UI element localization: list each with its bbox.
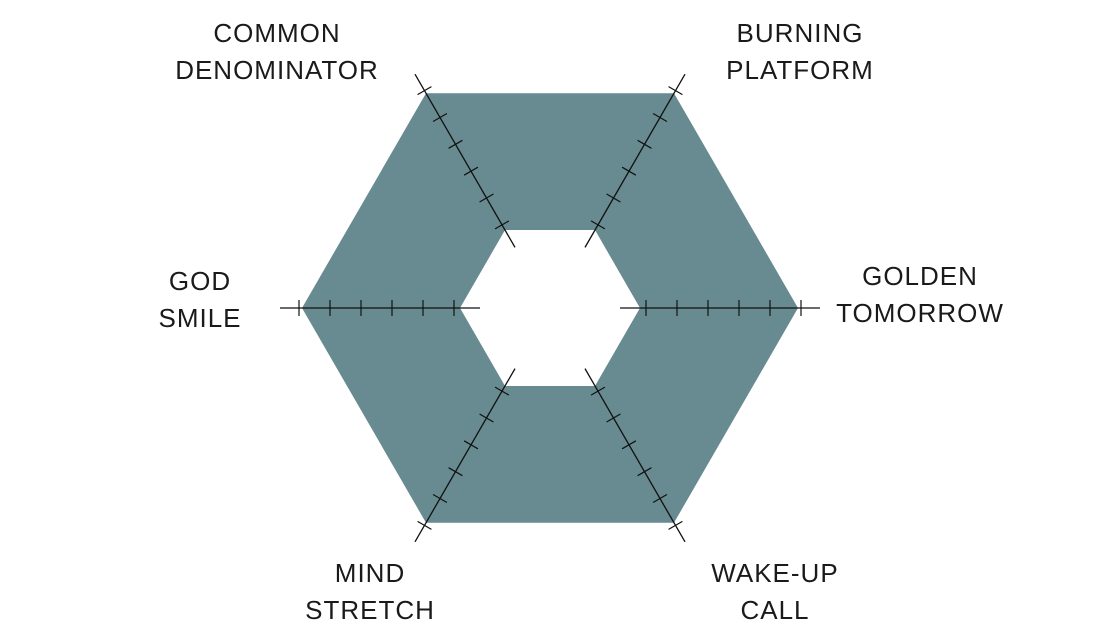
axis-tick-mind-stretch	[448, 467, 463, 477]
axis-tick-burning-platform	[668, 86, 683, 96]
axis-tick-mind-stretch	[479, 413, 494, 423]
axis-tick-mind-stretch	[432, 494, 448, 504]
axis-tick-mind-stretch	[417, 520, 432, 530]
axis-tick-wake-up-call	[652, 494, 668, 504]
axis-tick-burning-platform	[590, 220, 606, 230]
axis-group	[280, 73, 820, 543]
label-line-mind-stretch: STRETCH	[305, 595, 435, 625]
axis-line-burning-platform	[584, 73, 686, 248]
axis-tick-common-denominator	[479, 193, 494, 203]
axis-tick-burning-platform	[637, 139, 652, 149]
axis-line-mind-stretch	[414, 368, 516, 543]
label-line-common-denominator: COMMON	[213, 18, 340, 48]
label-wake-up-call: WAKE-UP CALL	[711, 558, 838, 625]
label-golden-tomorrow: GOLDEN TOMORROW	[836, 261, 1004, 328]
axis-tick-common-denominator	[417, 86, 432, 96]
axis-tick-wake-up-call	[590, 386, 606, 396]
label-line-golden-tomorrow: TOMORROW	[836, 298, 1004, 328]
axis-line-wake-up-call	[584, 368, 686, 543]
axis-tick-wake-up-call	[637, 467, 652, 477]
axis-tick-wake-up-call	[606, 413, 621, 423]
axis-tick-wake-up-call	[668, 520, 683, 530]
label-line-common-denominator: DENOMINATOR	[175, 55, 379, 85]
label-line-burning-platform: BURNING	[737, 18, 864, 48]
label-common-denominator: COMMON DENOMINATOR	[175, 18, 379, 85]
axis-tick-mind-stretch	[494, 386, 510, 396]
axis-tick-burning-platform	[606, 193, 621, 203]
axis-tick-mind-stretch	[463, 440, 479, 450]
axis-line-common-denominator	[414, 73, 516, 248]
label-line-golden-tomorrow: GOLDEN	[862, 261, 978, 291]
label-line-god-smile: GOD	[169, 266, 231, 296]
label-line-mind-stretch: MIND	[335, 558, 405, 588]
label-line-burning-platform: PLATFORM	[726, 55, 874, 85]
axis-tick-common-denominator	[494, 220, 510, 230]
axis-tick-wake-up-call	[621, 440, 637, 450]
label-mind-stretch: MIND STRETCH	[305, 558, 435, 625]
axis-tick-common-denominator	[448, 139, 463, 149]
axis-tick-common-denominator	[432, 112, 448, 122]
label-group: BURNING PLATFORM GOLDEN TOMORROW WAKE-UP CALL…	[158, 18, 1004, 625]
label-burning-platform: BURNING PLATFORM	[726, 18, 874, 85]
label-line-wake-up-call: CALL	[740, 595, 809, 625]
label-god-smile: GOD SMILE	[158, 266, 241, 333]
axis-tick-burning-platform	[652, 112, 668, 122]
axis-tick-burning-platform	[621, 166, 637, 176]
hexagon-ring	[302, 93, 798, 523]
label-line-wake-up-call: WAKE-UP	[711, 558, 838, 588]
label-line-god-smile: SMILE	[158, 303, 241, 333]
axis-tick-common-denominator	[463, 166, 479, 176]
